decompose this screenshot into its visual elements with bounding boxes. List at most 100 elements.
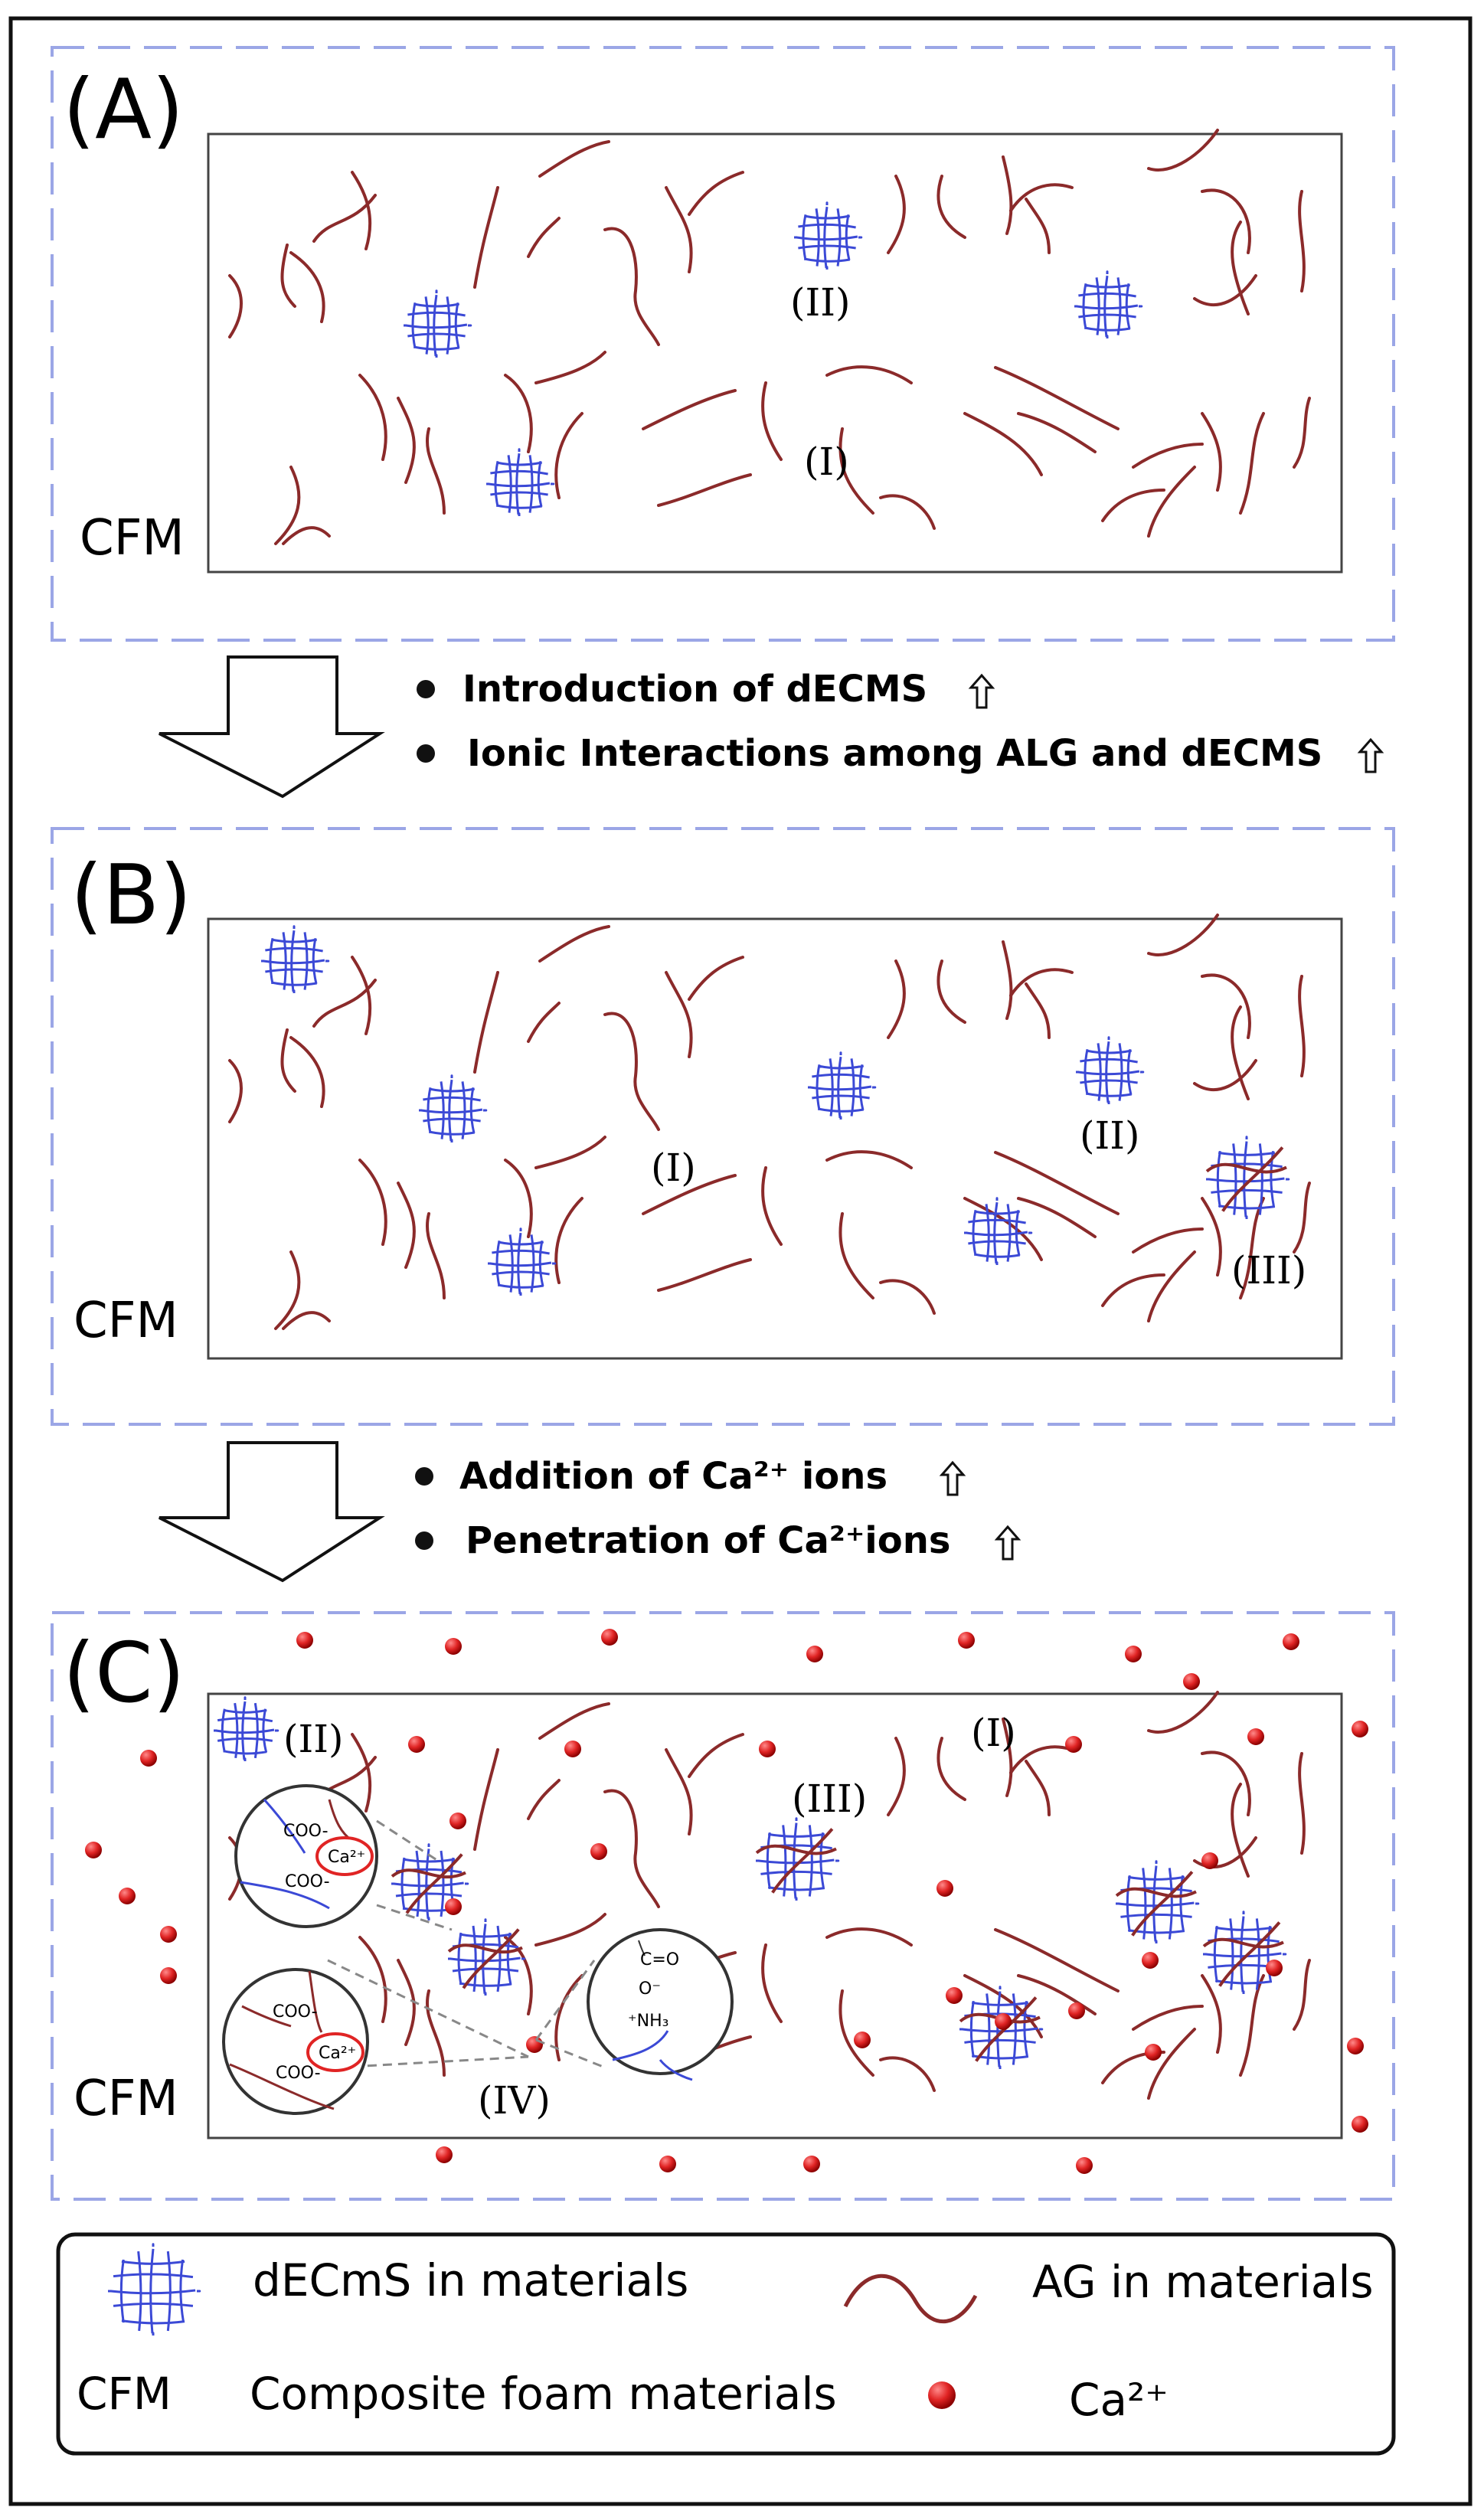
decms-mesh (214, 1696, 279, 1762)
ag-fiber (312, 194, 377, 243)
inset-1-coo-top: COO- (283, 1822, 329, 1841)
ag-fiber (688, 956, 744, 1001)
ag-fiber (1201, 1197, 1222, 1276)
panel-c-box (207, 1692, 1343, 2139)
inset-1-ca: Ca²⁺ (328, 1848, 365, 1867)
ag-fiber (1009, 1745, 1074, 1774)
ag-fiber (504, 374, 533, 453)
ca-ion (1201, 1852, 1218, 1869)
ag-fiber (963, 1974, 1043, 2038)
down-arrow-1 (159, 655, 385, 799)
ca-ion (140, 1750, 157, 1767)
ag-fiber (527, 217, 561, 258)
ca-ion (85, 1842, 102, 1858)
inset-3-o: O⁻ (639, 1979, 661, 1999)
decms-mesh (964, 1197, 1033, 1266)
inset-2-coo-bottom: COO- (276, 2064, 321, 2083)
legend-cfm-abbrev: CFM (77, 2368, 172, 2420)
panel-a-label-ii: (II) (790, 280, 851, 325)
panel-b-label-iii: (III) (1231, 1248, 1306, 1293)
ag-fiber (1017, 1197, 1097, 1238)
panel-c-label-i: (I) (971, 1711, 1016, 1755)
ag-fiber (1231, 221, 1250, 315)
ca-ion (1352, 2116, 1368, 2133)
legend-decms-text: dECmS in materials (253, 2254, 688, 2306)
panel-b-abbrev: CFM (74, 1293, 178, 1349)
inset-amide-bond: C=O O⁻ ⁺NH₃ (587, 1928, 734, 2081)
ag-fiber (936, 959, 966, 1024)
ag-fiber (1147, 914, 1219, 956)
legend-fiber-icon (843, 2273, 978, 2324)
decms-mesh (794, 201, 863, 270)
ag-fiber (1298, 190, 1306, 293)
legend-ca-ion-icon (928, 2381, 956, 2409)
ag-fiber (1009, 968, 1074, 997)
ag-fiber (1017, 412, 1097, 453)
ag-fiber (1025, 1760, 1051, 1816)
ag-fiber (603, 227, 660, 346)
ag-fiber (397, 1182, 416, 1269)
ag-fiber (397, 1959, 416, 2046)
bullet-4-up-arrow-icon (994, 1525, 1021, 1561)
ag-fiber (1147, 1691, 1219, 1734)
ag-fiber (1298, 1752, 1306, 1855)
ag-fiber (761, 1943, 783, 2023)
panel-b-fibers (228, 914, 1311, 1330)
ag-fiber (1002, 155, 1013, 235)
ag-fiber (504, 1159, 533, 1238)
bullet-3-text: Addition of Ca²⁺ ions (459, 1455, 887, 1498)
legend-ca-text: Ca²⁺ (1069, 2374, 1169, 2426)
panel-b-dashed-border (51, 827, 1395, 1426)
bullet-dot-3 (415, 1467, 433, 1486)
inset-carboxyl-ca-2: COO- COO- Ca²⁺ (222, 1968, 369, 2115)
ag-fiber (473, 1748, 499, 1851)
panel-a-meshes (404, 201, 1143, 516)
ag-fiber (657, 1258, 752, 1292)
ag-fiber (289, 251, 325, 323)
ag-fiber (358, 1936, 387, 2023)
ca-ion (803, 2156, 820, 2172)
ca-ion (296, 1632, 313, 1649)
inset-2-ca: Ca²⁺ (319, 2044, 356, 2063)
ag-fiber (761, 1166, 783, 1246)
inset-3-nh3: ⁺NH₃ (628, 2012, 668, 2031)
panel-c-label-ii: (II) (283, 1717, 344, 1761)
ag-fiber (274, 1250, 301, 1330)
ag-fiber (1147, 466, 1196, 538)
ca-ion (806, 1646, 823, 1662)
ag-fiber (1201, 1750, 1251, 1816)
decms-mesh (391, 1843, 469, 1920)
bullet-4-text: Penetration of Ca²⁺ions (466, 1519, 950, 1562)
ag-fiber (963, 412, 1043, 476)
ag-fiber (1201, 188, 1251, 254)
ag-fiber (657, 473, 752, 507)
panel-a-letter: (A) (63, 62, 184, 158)
ca-ion (1352, 1721, 1368, 1737)
ag-fiber (1239, 412, 1265, 515)
ca-ion (436, 2146, 453, 2163)
ag-fiber (1009, 183, 1074, 212)
decms-mesh (755, 1817, 840, 1901)
bullet-dot-1 (417, 680, 435, 698)
ag-fiber (603, 1789, 660, 1908)
ag-fiber (538, 1702, 610, 1740)
panel-c-dashed-border (51, 1611, 1395, 2201)
bullet-2-up-arrow-icon (1357, 737, 1384, 773)
ca-ion (119, 1888, 136, 1904)
ag-fiber (554, 1974, 583, 2061)
ag-fiber (280, 244, 296, 308)
decms-mesh (488, 1227, 557, 1296)
ca-ion (601, 1629, 618, 1646)
panel-b-label-i: (I) (651, 1146, 696, 1190)
decms-mesh (419, 1074, 488, 1142)
ag-fiber (504, 1936, 533, 2015)
ag-fiber (534, 351, 606, 384)
ag-fiber (1132, 1227, 1204, 1254)
ag-fiber (1147, 1250, 1196, 1322)
ag-fiber (351, 956, 372, 1035)
ag-fiber (1025, 198, 1051, 254)
inset-connectors (327, 1819, 606, 2069)
legend-cfm-text: Composite foam materials (250, 2368, 837, 2420)
ca-ion (1183, 1673, 1200, 1690)
